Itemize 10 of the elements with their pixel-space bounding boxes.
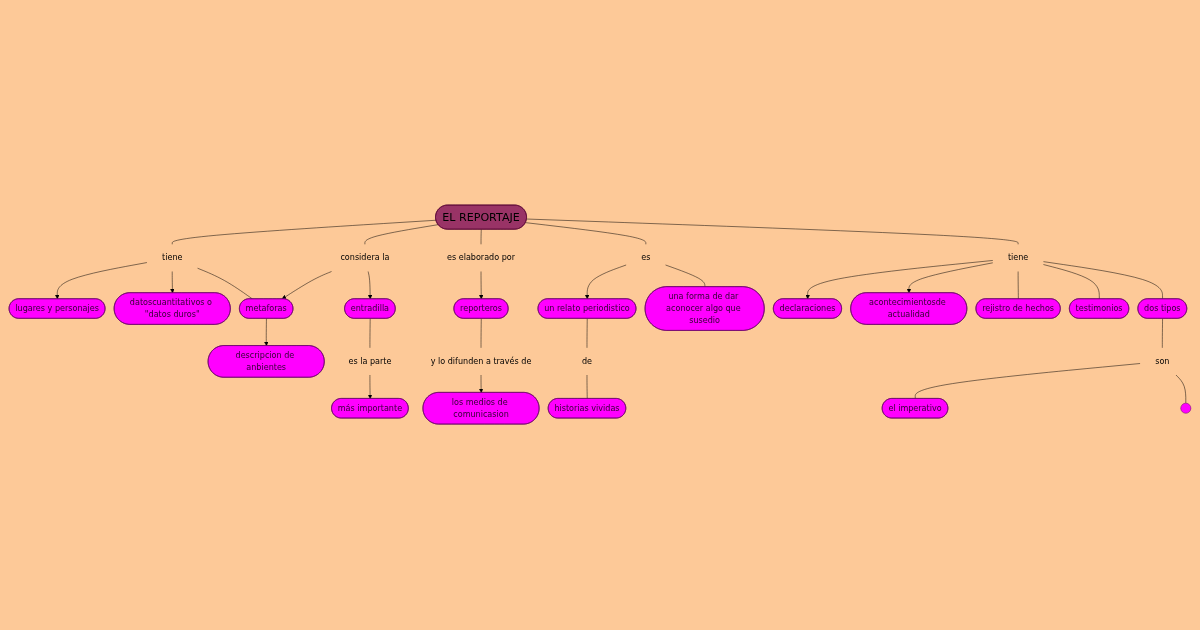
node-text: es	[641, 253, 651, 263]
node-text: es elaborado por	[447, 253, 516, 263]
node-text: tiene	[162, 253, 183, 263]
node-text: tiene	[1007, 253, 1029, 263]
node-text: es la parte	[348, 356, 392, 367]
node-circle	[1180, 403, 1192, 414]
node-text: considera la	[340, 253, 390, 263]
node-text: son	[1155, 356, 1170, 367]
node-text: de	[581, 356, 593, 367]
node-text: y lo difunden a través de	[430, 356, 532, 367]
